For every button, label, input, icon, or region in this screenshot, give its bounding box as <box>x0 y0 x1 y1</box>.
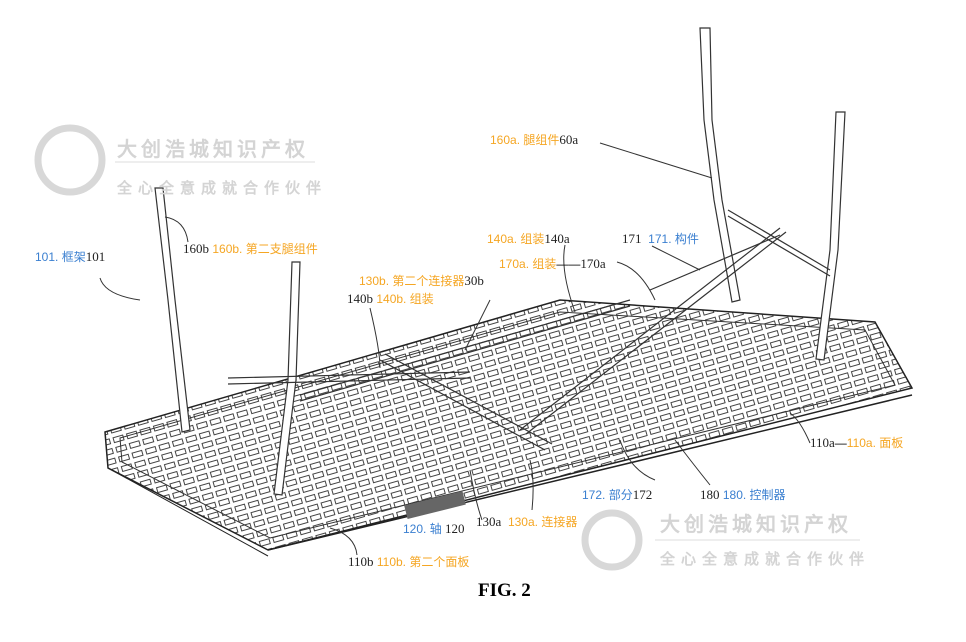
label-number: 120 <box>445 521 465 536</box>
label-number: 160b <box>183 241 209 256</box>
label-number: 171 <box>622 231 642 246</box>
label-number: 170a <box>580 256 606 271</box>
label-130b: 130b. 第二个连接器30b <box>359 272 484 289</box>
figure-title: FIG. 2 <box>478 580 531 601</box>
label-number: 130a <box>476 514 502 529</box>
label-number: 110b <box>348 554 374 569</box>
label-number: 172 <box>632 487 653 502</box>
tabletop <box>104 299 914 557</box>
watermark-title-2: 大创浩城知识产权 <box>660 512 852 536</box>
watermark-logo <box>34 124 643 571</box>
label-171: 171 171. 构件 <box>622 230 699 247</box>
label-140a: 140a. 组装140a <box>487 230 570 247</box>
label-text: 180. 控制器 <box>722 488 786 502</box>
label-172: 172. 部分172 <box>582 486 652 503</box>
label-text: 171. 构件 <box>648 232 699 246</box>
label-text: 140b. 组装 <box>376 292 434 306</box>
label-text: 170a. 组装 <box>499 257 557 271</box>
label-180: 180 180. 控制器 <box>700 486 786 503</box>
label-110b: 110b 110b. 第二个面板 <box>348 553 469 570</box>
label-text: 110b. 第二个面板 <box>376 555 470 569</box>
label-160b: 160b 160b. 第二支腿组件 <box>183 240 318 257</box>
label-120: 120. 轴 120 <box>403 520 465 537</box>
label-number: 110a <box>810 435 835 450</box>
watermark-slogan-2: 全心全意成就合作伙伴 <box>660 550 871 568</box>
label-140b: 140b 140b. 组装 <box>347 290 434 307</box>
label-101: 101. 框架101 <box>35 248 105 265</box>
label-number: 101 <box>85 249 106 264</box>
label-170a: 170a. 组装——170a <box>499 256 606 271</box>
label-number: 30b <box>464 273 484 288</box>
label-text: 172. 部分 <box>582 488 633 502</box>
label-number: 180 <box>700 487 720 502</box>
leader-lines <box>99 142 811 556</box>
label-text: 160b. 第二支腿组件 <box>212 242 318 256</box>
label-text: 160a. 腿组件 <box>490 133 560 147</box>
label-number: 140a <box>544 231 570 246</box>
label-text: 130a. 连接器 <box>507 515 578 529</box>
label-number: 140b <box>347 291 373 306</box>
label-text: 140a. 组装 <box>487 232 545 246</box>
legs <box>154 27 846 496</box>
label-text: 110a. 面板 <box>846 436 904 450</box>
label-110a: 110a—110a. 面板 <box>810 435 904 450</box>
label-130a: 130a 130a. 连接器 <box>476 513 577 530</box>
label-text: 120. 轴 <box>403 522 442 536</box>
label-number: 60a <box>559 132 579 147</box>
watermark-title: 大创浩城知识产权 <box>117 137 309 161</box>
label-text: 101. 框架 <box>35 250 86 264</box>
watermark-slogan: 全心全意成就合作伙伴 <box>117 179 328 197</box>
label-160a: 160a. 腿组件60a <box>490 131 578 148</box>
label-text: 130b. 第二个连接器 <box>359 274 465 288</box>
